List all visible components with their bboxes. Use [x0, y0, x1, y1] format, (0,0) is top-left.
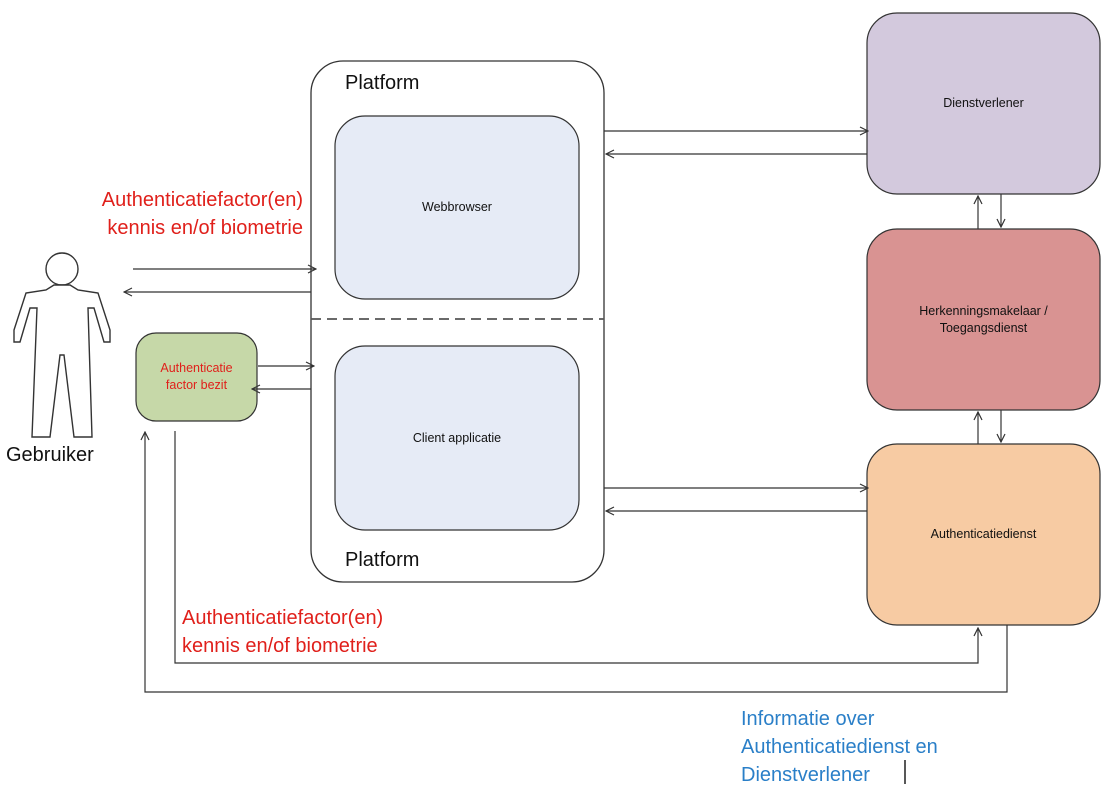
factor-bottom-line2: kennis en/of biometrie	[182, 635, 378, 657]
bezit-label-line1: Authenticatie	[160, 361, 233, 376]
dienstverlener-box	[866, 12, 1101, 195]
bezit-label-line2: factor bezit	[165, 378, 228, 392]
platform-title-top: Platform	[345, 72, 420, 94]
authdienst-label: Authenticatiedienst	[930, 527, 1037, 542]
user-figure-icon	[13, 252, 111, 438]
herkenning-label: Herkenningsmakelaar / Toegangsdienst	[867, 229, 1100, 410]
info-line1: Informatie over	[741, 708, 875, 730]
info-line2: Authenticatiedienst en	[741, 736, 938, 758]
client-app-label: Client applicatie	[412, 430, 502, 445]
platform-title-bottom: Platform	[345, 549, 420, 571]
factor-top-line1: Authenticatiefactor(en)	[101, 189, 303, 211]
arrow-factor-to-authdienst	[174, 431, 978, 664]
bezit-box	[135, 332, 258, 422]
factor-top-label: Authenticatiefactor(en) kennis en/of bio…	[50, 186, 303, 242]
client-app-box	[334, 345, 580, 531]
bezit-label: Authenticatie factor bezit	[136, 333, 257, 421]
factor-bottom-label: Authenticatiefactor(en) kennis en/of bio…	[182, 604, 383, 660]
webbrowser-box	[334, 115, 580, 300]
herkenning-label-line1: Herkenningsmakelaar /	[919, 303, 1048, 318]
authdienst-box	[866, 443, 1101, 626]
factor-top-line2: kennis en/of biometrie	[107, 217, 303, 239]
herkenning-box	[866, 228, 1101, 411]
user-label: Gebruiker	[6, 444, 94, 466]
info-line3: Dienstverlener	[741, 764, 870, 786]
factor-bottom-line1: Authenticatiefactor(en)	[182, 607, 384, 629]
webbrowser-label: Webbrowser	[422, 200, 492, 215]
herkenning-label-line2: Toegangsdienst	[939, 320, 1028, 335]
dienstverlener-label: Dienstverlener	[943, 96, 1024, 111]
arrow-info-to-user	[145, 432, 1008, 693]
info-label: Informatie over Authenticatiedienst en D…	[741, 705, 938, 789]
